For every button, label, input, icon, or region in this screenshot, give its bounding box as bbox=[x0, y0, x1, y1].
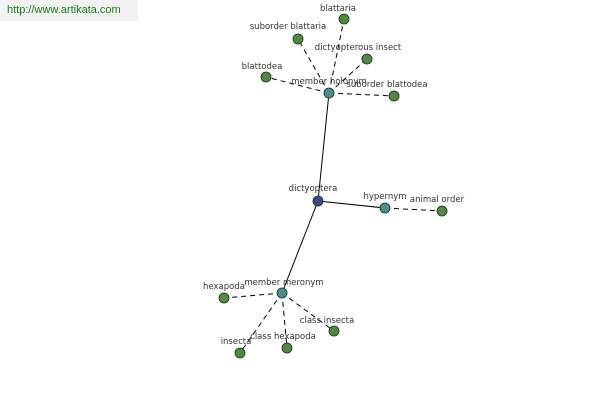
edge-member-holonym-to-suborder-blattaria bbox=[297, 38, 330, 94]
node-suborder-blattaria[interactable] bbox=[292, 33, 304, 45]
node-blattodea[interactable] bbox=[260, 71, 272, 83]
node-member-holonym[interactable] bbox=[323, 87, 335, 99]
node-hypernym[interactable] bbox=[379, 202, 391, 214]
node-class-insecta[interactable] bbox=[328, 325, 340, 337]
node-blattaria[interactable] bbox=[338, 13, 350, 25]
node-label-class-insecta[interactable]: class insecta bbox=[300, 316, 354, 326]
node-dictyopterous-insect[interactable] bbox=[361, 53, 373, 65]
edge-member-holonym-to-blattaria bbox=[328, 18, 345, 94]
edge-member-meronym-to-insecta bbox=[239, 292, 283, 354]
edge-dictyoptera-to-hypernym bbox=[317, 200, 386, 209]
edge-member-meronym-to-class-insecta bbox=[281, 292, 335, 332]
node-label-member-meronym[interactable]: member meronym bbox=[244, 278, 323, 288]
edges-layer bbox=[223, 18, 443, 354]
edge-dictyoptera-to-member-holonym bbox=[317, 92, 330, 202]
node-label-blattaria[interactable]: blattaria bbox=[320, 4, 356, 14]
node-label-hexapoda[interactable]: hexapoda bbox=[203, 282, 245, 292]
node-label-animal-order[interactable]: animal order bbox=[410, 195, 465, 205]
nodes-layer bbox=[218, 13, 448, 359]
node-label-class-hexapoda[interactable]: class hexapoda bbox=[250, 332, 316, 342]
node-label-suborder-blattaria[interactable]: suborder blattaria bbox=[250, 22, 326, 32]
node-member-meronym[interactable] bbox=[276, 287, 288, 299]
node-class-hexapoda[interactable] bbox=[281, 342, 293, 354]
node-animal-order[interactable] bbox=[436, 205, 448, 217]
edge-member-holonym-to-suborder-blattodea bbox=[328, 92, 395, 97]
node-label-member-holonym[interactable]: member holonym bbox=[291, 77, 366, 87]
node-insecta[interactable] bbox=[234, 347, 246, 359]
edge-member-holonym-to-blattodea bbox=[265, 76, 330, 94]
node-label-insecta[interactable]: insecta bbox=[221, 337, 252, 347]
node-label-hypernym[interactable]: hypernym bbox=[363, 192, 406, 202]
node-label-dictyopterous-insect[interactable]: dictyopterous insect bbox=[315, 43, 402, 53]
edge-member-meronym-to-class-hexapoda bbox=[281, 292, 288, 349]
source-url-link[interactable]: http://www.artikata.com bbox=[0, 0, 138, 21]
edge-hypernym-to-animal-order bbox=[384, 207, 443, 212]
edge-member-meronym-to-hexapoda bbox=[223, 292, 283, 299]
node-hexapoda[interactable] bbox=[218, 292, 230, 304]
node-dictyoptera[interactable] bbox=[312, 195, 324, 207]
node-label-dictyoptera[interactable]: dictyoptera bbox=[289, 184, 338, 194]
edge-dictyoptera-to-member-meronym bbox=[281, 200, 319, 294]
node-suborder-blattodea[interactable] bbox=[388, 90, 400, 102]
node-label-suborder-blattodea[interactable]: suborder blattodea bbox=[346, 80, 427, 90]
node-label-blattodea[interactable]: blattodea bbox=[242, 62, 283, 72]
labels-layer: dictyoptera member holonym hypernym member … bbox=[203, 4, 465, 347]
